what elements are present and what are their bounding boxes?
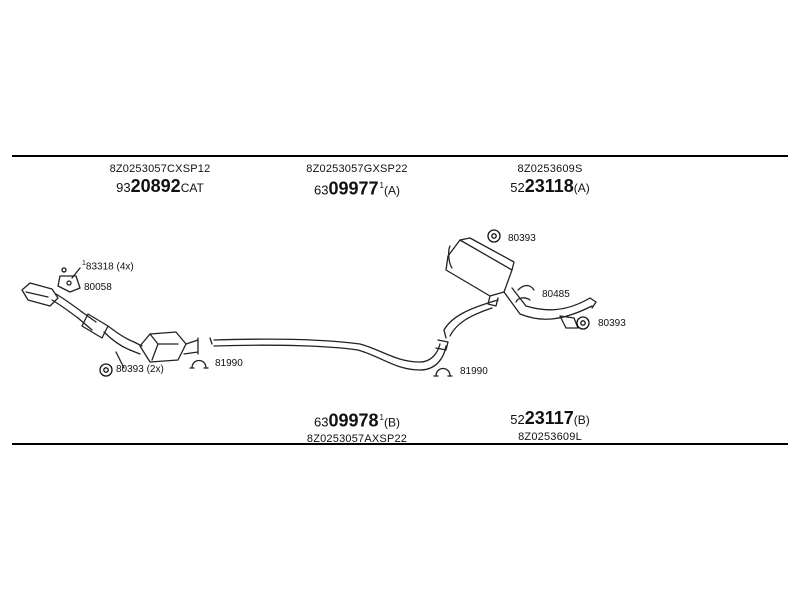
callout-80393-top: 80393 bbox=[508, 233, 536, 244]
gasket-icon bbox=[487, 229, 501, 243]
callout-81990-left: 81990 bbox=[215, 358, 243, 369]
clamp-81990-left bbox=[189, 359, 209, 369]
leader-line bbox=[115, 351, 125, 369]
bottom-rule bbox=[12, 443, 788, 445]
part-number: 5223117(B) bbox=[510, 408, 590, 428]
callout-80393-right: 80393 bbox=[598, 318, 626, 329]
oe-number: 8Z0253057CXSP12 bbox=[109, 163, 211, 175]
part-header-middle-pipe-b: 63099781(B) 8Z0253057AXSP22 bbox=[257, 408, 457, 446]
callout-83318: 183318 (4x) bbox=[82, 260, 134, 273]
front-downpipe bbox=[21, 282, 143, 355]
callout-80058: 80058 bbox=[84, 282, 112, 293]
part-number: 63099771(A) bbox=[314, 178, 400, 199]
callout-81990-right: 81990 bbox=[460, 366, 488, 377]
clamp-81990-right bbox=[433, 367, 453, 377]
gasket-icon bbox=[99, 363, 113, 377]
catalytic-converter bbox=[139, 331, 199, 363]
part-number: 63099781(B) bbox=[314, 410, 400, 431]
part-header-middle-pipe-a: 8Z0253057GXSP22 63099771(A) bbox=[257, 162, 457, 200]
oe-number: 8Z0253609L bbox=[518, 431, 582, 443]
gasket-icon bbox=[576, 316, 590, 330]
rear-muffler bbox=[443, 237, 597, 339]
hanger-80485 bbox=[515, 284, 535, 303]
top-rule bbox=[12, 155, 788, 157]
part-number: 9320892CAT bbox=[116, 176, 204, 196]
oe-number: 8Z0253609S bbox=[517, 163, 583, 175]
oe-number: 8Z0253057GXSP22 bbox=[306, 163, 408, 175]
part-header-rear-muffler-b: 5223117(B) 8Z0253609L bbox=[450, 408, 650, 444]
middle-pipe bbox=[209, 337, 449, 371]
part-header-rear-muffler-a: 8Z0253609S 5223118(A) bbox=[450, 162, 650, 198]
oe-number: 8Z0253057AXSP22 bbox=[306, 433, 408, 446]
nut-icon bbox=[61, 267, 67, 273]
leader-line bbox=[71, 267, 81, 279]
part-header-catalyst: 8Z0253057CXSP12 9320892CAT bbox=[60, 162, 260, 198]
callout-80393-2x: 80393 (2x) bbox=[116, 364, 164, 375]
callout-80485: 80485 bbox=[542, 289, 570, 300]
part-number: 5223118(A) bbox=[510, 176, 590, 196]
catalyst-flange bbox=[57, 275, 81, 293]
